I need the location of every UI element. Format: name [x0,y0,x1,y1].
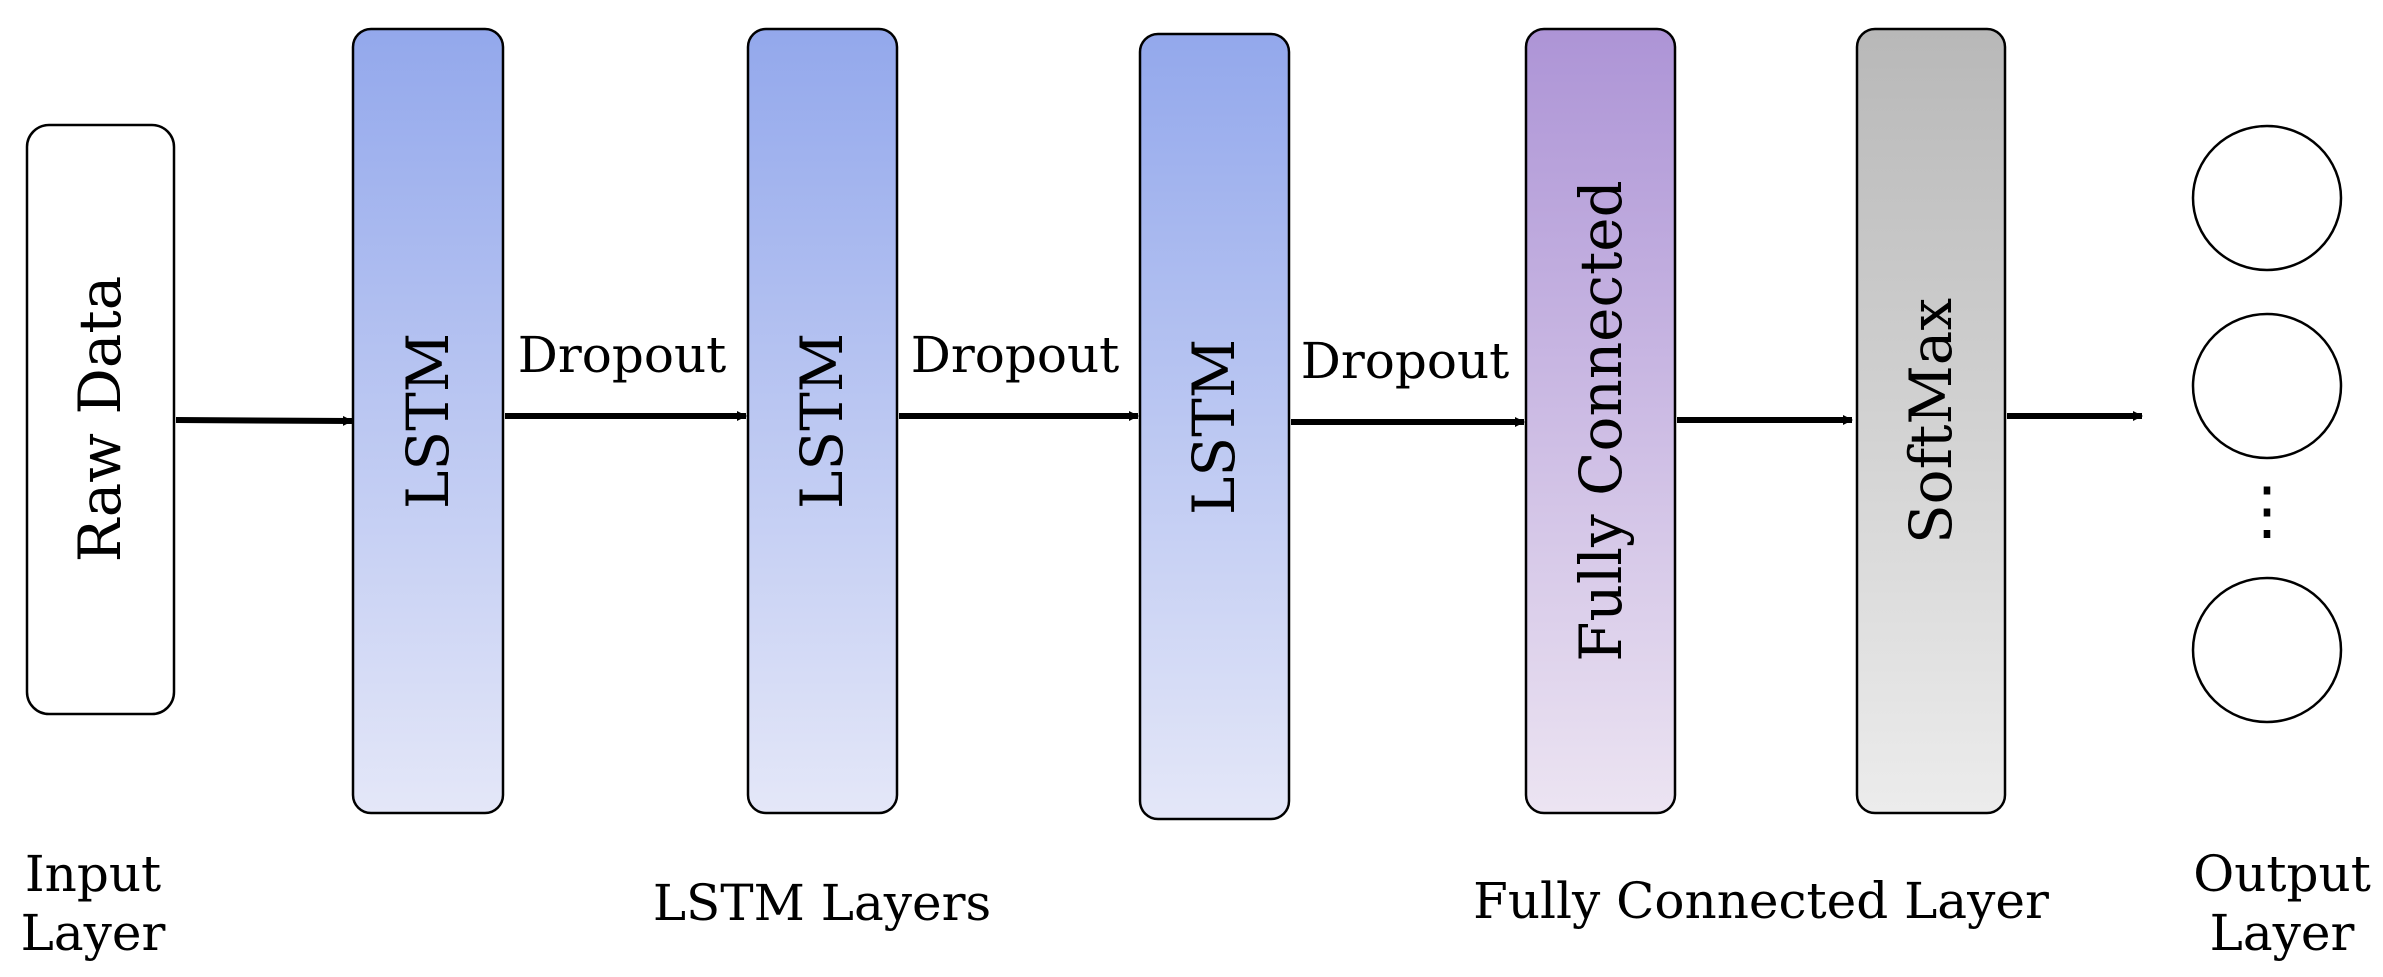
softmax-label: SoftMax [1897,298,1965,544]
raw-data-block: Raw Data [25,123,176,716]
fully-connected-block: Fully Connected [1524,27,1677,815]
output-nodes: ⋮ [2191,124,2343,724]
lstm-block-2: LSTM [746,27,899,815]
input-layer-caption-line1: Input [25,845,161,903]
arrow-input-to-lstm1 [175,415,353,426]
lstm-block-1-label: LSTM [394,333,462,509]
output-layer-caption-line1: Output [2193,845,2371,903]
output-node-2 [2191,312,2343,460]
dropout-label-2: Dropout [911,326,1120,384]
lstm-block-1: LSTM [351,27,505,815]
raw-data-label: Raw Data [66,276,134,563]
softmax-block: SoftMax [1855,27,2007,815]
fully-connected-label: Fully Connected [1567,180,1635,661]
lstm-layers-caption: LSTM Layers [653,874,991,932]
lstm-block-3: LSTM [1138,32,1291,821]
output-node-3 [2191,576,2343,724]
output-ellipsis: ⋮ [2235,474,2299,548]
input-layer-caption-line2: Layer [21,904,166,962]
lstm-block-3-label: LSTM [1180,339,1248,515]
dropout-label-1: Dropout [518,326,727,384]
output-layer-caption-line2: Layer [2210,904,2355,962]
output-node-1 [2191,124,2343,272]
fully-connected-layer-caption: Fully Connected Layer [1473,872,2049,930]
dropout-label-3: Dropout [1301,332,1510,390]
lstm-block-2-label: LSTM [788,333,856,509]
